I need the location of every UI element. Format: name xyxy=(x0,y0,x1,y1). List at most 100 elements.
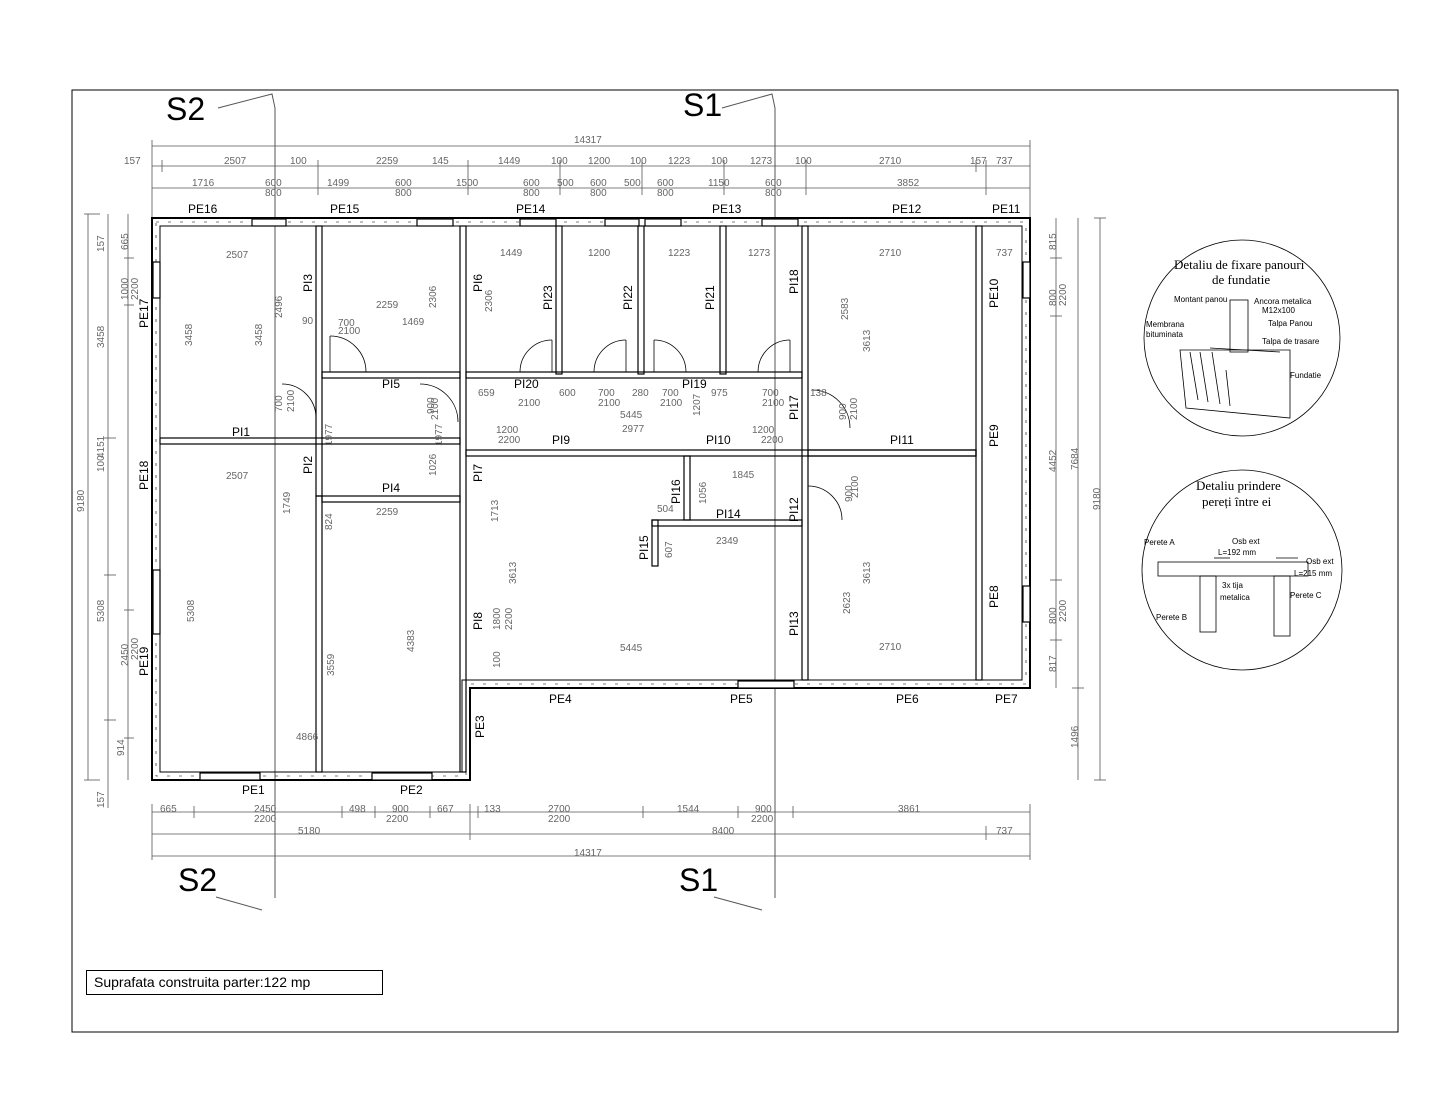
dim-right-outer: 9180 xyxy=(1092,487,1103,510)
room-dimension: 2259 xyxy=(376,507,399,518)
dim-bottom-r1: 900 xyxy=(755,804,772,815)
room-dimension: 607 xyxy=(664,541,675,558)
room-dimension: 2710 xyxy=(879,248,902,259)
dim-top-r1: 1223 xyxy=(668,156,691,167)
room-dimension: 1207 xyxy=(692,393,703,416)
detail-walls-label: L=215 mm xyxy=(1294,569,1332,578)
room-dimension: 1223 xyxy=(668,248,691,259)
room-dimension: 2200 xyxy=(504,607,515,630)
dim-right-inner: 800 xyxy=(1048,289,1059,306)
dim-top-r2: 1716 xyxy=(192,178,215,189)
wall-label-pi5: PI5 xyxy=(382,377,400,391)
wall-label-pi4: PI4 xyxy=(382,481,400,495)
wall-label-pe14: PE14 xyxy=(516,202,546,216)
room-dimension: 5308 xyxy=(186,599,197,622)
section-s1-bottom: S1 xyxy=(679,862,718,898)
wall-label-pi3: PI3 xyxy=(301,274,315,292)
room-dimension: 1977 xyxy=(434,423,445,446)
room-dimension: 5445 xyxy=(620,643,643,654)
wall-label-pi2: PI2 xyxy=(301,456,315,474)
wall-label-pi20: PI20 xyxy=(514,377,539,391)
dim-bottom-r1b: 2200 xyxy=(254,814,277,825)
dim-left-inner: 2200 xyxy=(130,277,141,300)
room-dimension: 1273 xyxy=(748,248,771,259)
dim-top-r1: 1449 xyxy=(498,156,521,167)
room-dimension: 1200 xyxy=(496,425,519,436)
wall-label-pe3: PE3 xyxy=(473,715,487,738)
dim-top-r2b: 800 xyxy=(265,188,282,199)
wall-label-pe7: PE7 xyxy=(995,692,1018,706)
detail-walls-title: Detaliu prindere xyxy=(1196,478,1281,493)
wall-label-pe9: PE9 xyxy=(987,424,1001,447)
dim-left-mid: 2450 xyxy=(120,643,131,666)
room-dimension: 600 xyxy=(559,388,576,399)
dim-bottom-r2: 8400 xyxy=(712,826,735,837)
detail-walls-label: metalica xyxy=(1220,593,1250,602)
dim-top-r1: 100 xyxy=(290,156,307,167)
wall-label-pe8: PE8 xyxy=(987,585,1001,608)
detail-foundation-label: bituminata xyxy=(1146,330,1183,339)
wall-label-pe6: PE6 xyxy=(896,692,919,706)
dim-bottom-overall: 14317 xyxy=(574,848,602,859)
dim-top-r1: 2710 xyxy=(879,156,902,167)
dim-left-outer: 9180 xyxy=(76,489,87,512)
wall-label-pe15: PE15 xyxy=(330,202,360,216)
dim-left-inner: 100 xyxy=(96,455,107,472)
room-dimension: 1026 xyxy=(428,453,439,476)
dim-top-r2: 1150 xyxy=(708,178,730,189)
wall-label-pi21: PI21 xyxy=(703,285,717,310)
dim-top-r2: 500 xyxy=(624,178,641,189)
detail-foundation-label: Montant panou xyxy=(1174,295,1227,304)
dim-left-mid: 5308 xyxy=(96,599,107,622)
room-dimension: 700 xyxy=(662,388,679,399)
detail-foundation-label: Talpa de trasare xyxy=(1262,337,1320,346)
dim-bottom-r1: 665 xyxy=(160,804,177,815)
room-dimension: 737 xyxy=(996,248,1013,259)
dim-right-inner: 2200 xyxy=(1058,283,1069,306)
dimension-lines-sides xyxy=(84,213,1106,808)
dim-left-mid: 4151 xyxy=(96,435,107,458)
room-dimension: 3458 xyxy=(254,323,265,346)
dim-right-inner: 4452 xyxy=(1048,449,1059,472)
dim-top-r2b: 800 xyxy=(765,188,782,199)
dim-top-r2b: 800 xyxy=(395,188,412,199)
dim-left-inner: 157 xyxy=(96,791,107,808)
room-dimension: 2259 xyxy=(376,300,399,311)
wall-label-pe12: PE12 xyxy=(892,202,922,216)
detail-foundation-subtitle: de fundatie xyxy=(1212,272,1270,287)
room-dimension: 3613 xyxy=(862,561,873,584)
detail-foundation-label: Membrana xyxy=(1146,320,1185,329)
wall-label-pe11: PE11 xyxy=(992,202,1021,216)
dim-top-r1: 100 xyxy=(795,156,812,167)
dim-top-r2: 1499 xyxy=(327,178,350,189)
wall-label-pi7: PI7 xyxy=(471,464,485,482)
room-dimension: 900 xyxy=(838,403,849,420)
room-dimension: 700 xyxy=(762,388,779,399)
built-area-label: Suprafata construita parter:122 mp xyxy=(86,970,383,995)
detail-walls-label: 3x tija xyxy=(1222,581,1243,590)
room-dimension: 1713 xyxy=(490,499,501,522)
dim-top-r1: 1273 xyxy=(750,156,773,167)
dim-top-r2b: 800 xyxy=(523,188,540,199)
room-dimension: 900 xyxy=(844,485,855,502)
wall-label-pe2: PE2 xyxy=(400,783,423,797)
detail-walls-sketch xyxy=(1157,557,1309,637)
room-dimension: 2100 xyxy=(338,326,361,337)
section-s2-bottom: S2 xyxy=(178,862,217,898)
wall-label-pi16: PI16 xyxy=(669,479,683,504)
room-dimension: 2200 xyxy=(761,435,784,446)
wall-label-pe16: PE16 xyxy=(188,202,218,216)
wall-label-pe10: PE10 xyxy=(987,278,1001,308)
wall-label-pi18: PI18 xyxy=(787,269,801,294)
room-dimension: 3458 xyxy=(184,323,195,346)
dim-top-r2: 600 xyxy=(395,178,412,189)
room-dimension: 2100 xyxy=(762,398,785,409)
dim-top-r2b: 800 xyxy=(590,188,607,199)
wall-label-pi8: PI8 xyxy=(471,612,485,630)
detail-foundation-label: Talpa Panou xyxy=(1268,319,1312,328)
wall-label-pi6: PI6 xyxy=(471,274,485,292)
wall-label-pe18: PE18 xyxy=(137,460,151,490)
detail-walls-label: Perete B xyxy=(1156,613,1187,622)
dimension-lines-bottom xyxy=(151,804,1031,860)
dim-right-mid: 1496 xyxy=(1070,725,1081,748)
